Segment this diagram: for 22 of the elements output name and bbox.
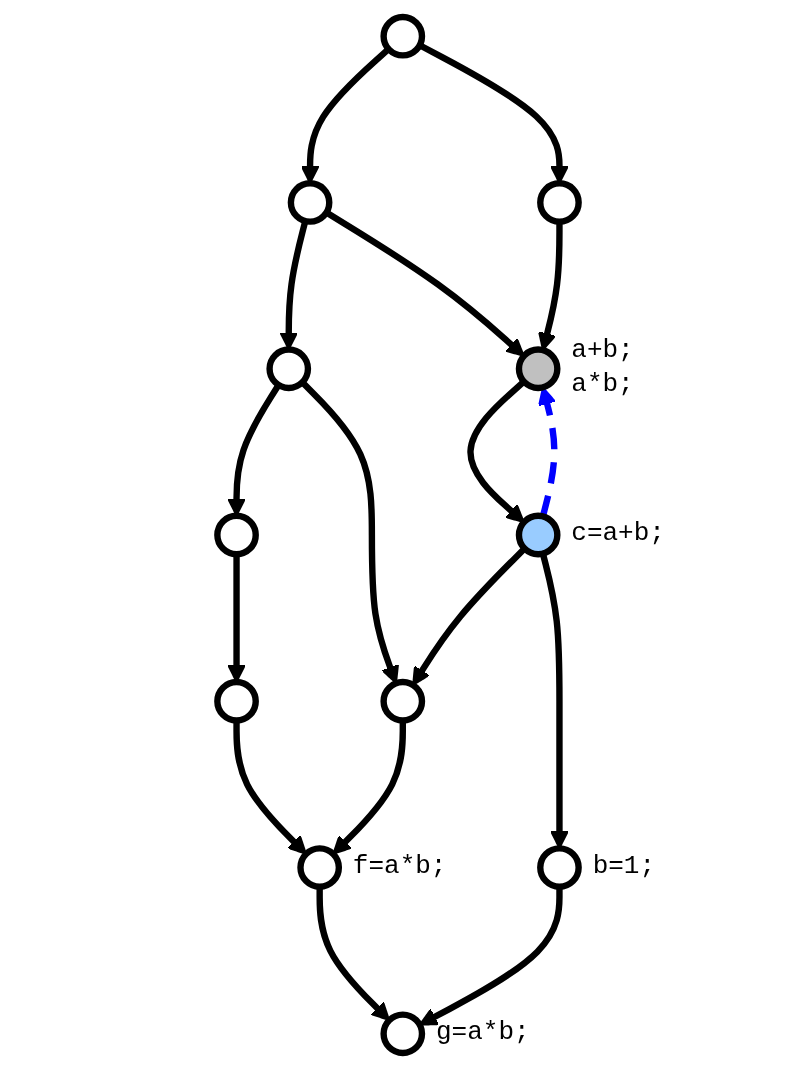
code-statement: f=a*b; (352, 850, 447, 881)
circle-node (380, 1011, 426, 1057)
circle-node (380, 13, 426, 59)
code-statement: g=a*b; (435, 1016, 530, 1047)
code-statement: a*b; (571, 368, 634, 399)
arrow (467, 379, 526, 524)
code-statement: a+b; (571, 334, 634, 365)
code-statement: b=1; (592, 850, 656, 881)
circle-node (287, 180, 333, 225)
arrow (412, 546, 527, 686)
circle-node (297, 845, 343, 890)
circle-node (380, 678, 426, 724)
circle-node (515, 346, 561, 392)
circle-node (537, 845, 582, 890)
arrow (233, 720, 307, 855)
arrow (332, 720, 406, 855)
circle-node (214, 512, 259, 558)
circle-node (515, 512, 561, 558)
circle-node (537, 180, 582, 225)
circle-node (266, 346, 312, 392)
circle-node (214, 678, 259, 724)
code-statement: c=a+b; (571, 518, 665, 548)
